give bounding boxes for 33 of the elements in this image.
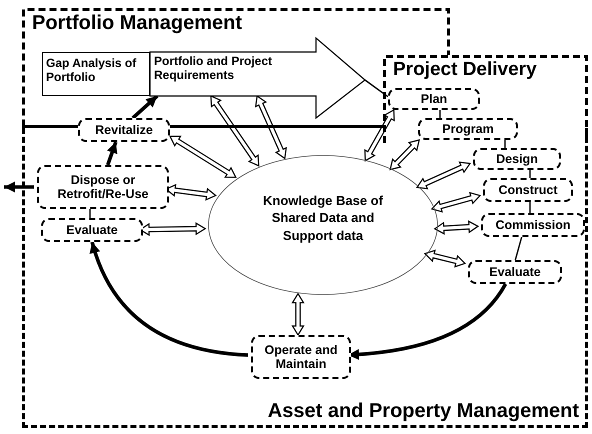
connector-line	[514, 236, 522, 260]
double-arrow	[210, 95, 260, 167]
double-arrow	[389, 139, 420, 170]
double-arrow	[424, 250, 466, 268]
connector-line	[364, 79, 388, 98]
arrow-text: Portfolio and Project Requirements	[154, 55, 274, 83]
connector-line	[529, 202, 531, 213]
process-box: Design	[473, 148, 561, 170]
arrow	[106, 141, 118, 166]
double-arrow	[169, 136, 237, 178]
arrow	[132, 94, 158, 120]
process-box: Plan	[388, 88, 480, 110]
double-arrow	[291, 292, 305, 336]
process-box: Revitalize	[78, 118, 170, 142]
double-arrow	[254, 94, 287, 160]
process-box: Commission	[481, 213, 585, 237]
arrow	[4, 182, 34, 192]
region-title: Portfolio Management	[32, 12, 242, 35]
process-box: Construct	[483, 178, 573, 202]
region-title: Asset and Property Management	[268, 400, 579, 423]
arrow	[90, 241, 248, 357]
process-box: Program	[418, 118, 518, 140]
process-box: Operate and Maintain	[251, 335, 351, 379]
region-title: Project Delivery	[393, 59, 537, 81]
double-arrow	[364, 109, 395, 162]
node-text: Knowledge Base of Shared Data and Support data	[262, 192, 384, 244]
process-box: Gap Analysis of Portfolio	[42, 52, 150, 96]
process-box: Evaluate	[468, 260, 562, 284]
process-box: Dispose or Retrofit/Re-Use	[37, 165, 169, 209]
double-arrow	[430, 192, 482, 213]
process-box: Evaluate	[41, 218, 143, 242]
double-arrow	[434, 220, 480, 235]
double-arrow	[416, 161, 472, 190]
